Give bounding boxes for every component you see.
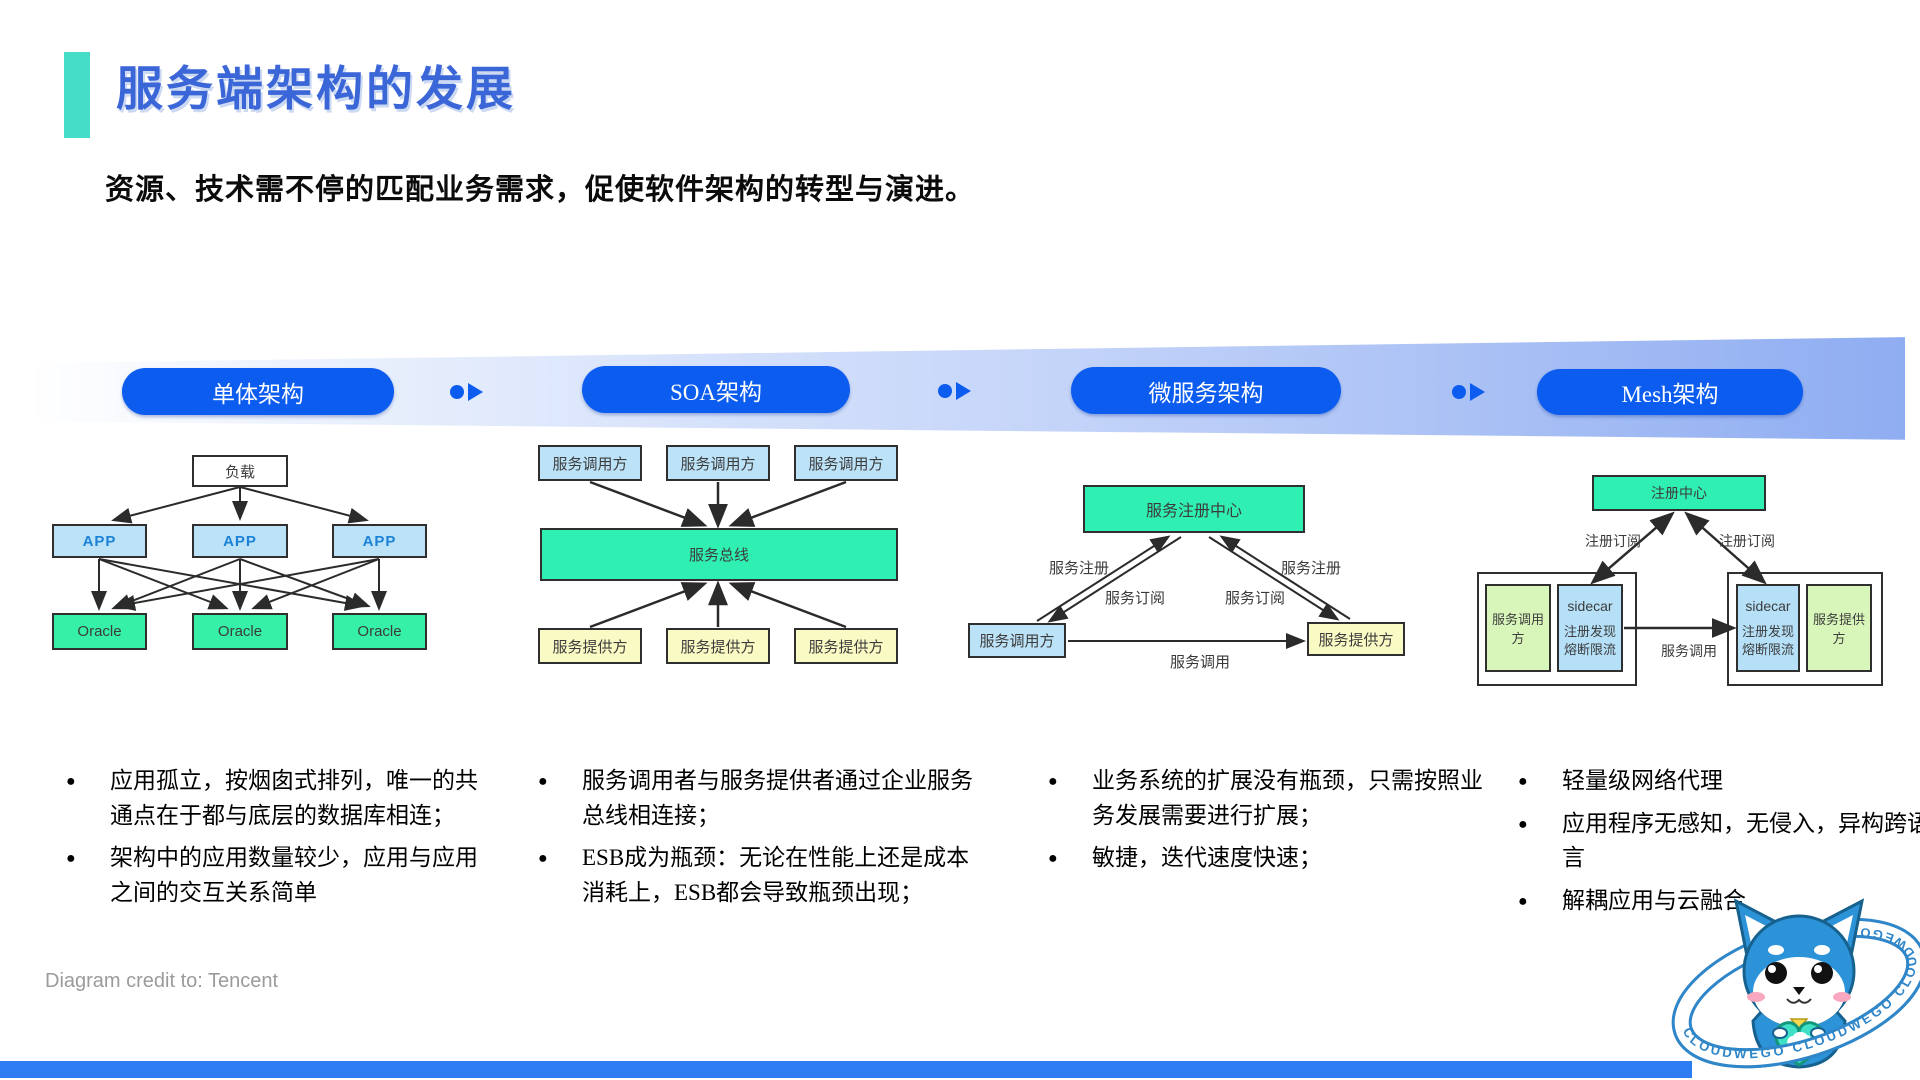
list-item: 服务调用者与服务提供者通过企业服务总线相连接；	[534, 764, 982, 833]
list-item: 敏捷，迭代速度快速；	[1044, 841, 1484, 876]
oracle-db-box: Oracle	[192, 613, 288, 650]
dog-mouth	[1786, 998, 1812, 1004]
dog-paw	[1772, 1027, 1788, 1039]
service-bus-box: 服务总线	[540, 528, 898, 581]
list-item: 应用程序无感知，无侵入，异构跨语言	[1514, 807, 1920, 876]
page-title: 服务端架构的发展	[116, 62, 516, 115]
list-item: 轻量级网络代理	[1514, 764, 1920, 799]
load-balancer-box: 负载	[192, 455, 288, 487]
dog-eye	[1811, 962, 1833, 984]
bottom-accent-bar	[0, 1061, 1692, 1078]
dog-cheek	[1747, 992, 1765, 1002]
circle-icon	[938, 384, 952, 398]
edge-label-register-subscribe: 注册订阅	[1719, 533, 1775, 549]
service-consumer-box: 服务调用方	[1485, 584, 1551, 672]
bullet-text: 服务调用者与服务提供者通过企业服务总线相连接；	[582, 768, 973, 828]
registry-box: 注册中心	[1592, 475, 1766, 511]
sidecar-title: sidecar	[1567, 597, 1613, 614]
app-box: APP	[52, 524, 147, 558]
list-item: 解耦应用与云融合	[1514, 884, 1920, 919]
service-consumer-box: 服务调用方	[666, 445, 770, 481]
service-provider-box: 服务提供方	[1307, 622, 1405, 656]
diagram-credit: Diagram credit to: Tencent	[45, 970, 279, 992]
eye-highlight	[1814, 965, 1822, 973]
bullet-text: 轻量级网络代理	[1562, 768, 1723, 793]
bullet-text: 应用孤立，按烟囱式排列，唯一的共通点在于都与底层的数据库相连；	[110, 768, 478, 828]
list-item: 应用孤立，按烟囱式排列，唯一的共通点在于都与底层的数据库相连；	[62, 764, 486, 833]
stage-pill-monolith: 单体架构	[122, 368, 394, 415]
bullet-list-monolith: 应用孤立，按烟囱式排列，唯一的共通点在于都与底层的数据库相连； 架构中的应用数量…	[62, 764, 486, 918]
bullet-list-soa: 服务调用者与服务提供者通过企业服务总线相连接； ESB成为瓶颈：无论在性能上还是…	[534, 764, 982, 918]
circle-icon	[1452, 385, 1466, 399]
edge-label-subscribe: 服务订阅	[1225, 590, 1286, 607]
diagram-monolith: 负载 APP APP APP Oracle Oracle Oracle	[50, 450, 435, 655]
bullet-list-microservice: 业务系统的扩展没有瓶颈，只需按照业务发展需要进行扩展； 敏捷，迭代速度快速；	[1044, 764, 1484, 884]
play-arrow-icon	[468, 383, 483, 401]
service-provider-box: 服务提供方	[794, 628, 898, 664]
sidecar-feature-circuit: 熔断限流	[1563, 641, 1616, 657]
list-item: 架构中的应用数量较少，应用与应用之间的交互关系简单	[62, 841, 486, 910]
stage-pill-microservice: 微服务架构	[1071, 367, 1341, 414]
dog-cheek	[1833, 992, 1851, 1002]
diagram-mesh: 注册中心 服务调用方 sidecar 注册发现 熔断限流 sidecar 注册发…	[1475, 470, 1887, 686]
bullet-text: 架构中的应用数量较少，应用与应用之间的交互关系简单	[110, 845, 478, 905]
sidecar-box: sidecar 注册发现 熔断限流	[1736, 584, 1800, 672]
eye-highlight	[1768, 965, 1776, 973]
play-arrow-icon	[956, 382, 971, 400]
dog-ear-inner	[1828, 915, 1853, 943]
sidecar-feature-discovery: 注册发现	[1741, 623, 1794, 639]
bullet-text: 应用程序无感知，无侵入，异构跨语言	[1562, 810, 1920, 871]
bullet-list-mesh: 轻量级网络代理 应用程序无感知，无侵入，异构跨语言 解耦应用与云融合	[1514, 764, 1920, 926]
stage-transition-icon	[1452, 383, 1485, 401]
list-item: 业务系统的扩展没有瓶颈，只需按照业务发展需要进行扩展；	[1044, 764, 1484, 833]
circle-icon	[450, 385, 464, 399]
edge-label-register: 服务注册	[1049, 560, 1110, 577]
edge-label-register-subscribe: 注册订阅	[1585, 533, 1641, 549]
edge-label-invoke: 服务调用	[1661, 643, 1717, 659]
service-provider-box: 服务提供方	[1806, 584, 1872, 672]
app-box: APP	[332, 524, 427, 558]
dog-eyebrow	[1814, 945, 1830, 955]
dog-ear-inner	[1745, 915, 1770, 943]
dog-nose	[1793, 987, 1805, 995]
sidecar-box: sidecar 注册发现 熔断限流	[1557, 584, 1623, 672]
app-box: APP	[192, 524, 288, 558]
bullet-text: 业务系统的扩展没有瓶颈，只需按照业务发展需要进行扩展；	[1092, 768, 1483, 828]
service-consumer-box: 服务调用方	[794, 445, 898, 481]
sidecar-title: sidecar	[1745, 597, 1791, 614]
oracle-db-box: Oracle	[52, 613, 147, 650]
sidecar-feature-discovery: 注册发现	[1563, 623, 1616, 639]
stage-pill-mesh: Mesh架构	[1537, 369, 1803, 415]
title-accent-bar	[64, 52, 90, 138]
oracle-db-box: Oracle	[332, 613, 427, 650]
list-item: ESB成为瓶颈：无论在性能上还是成本消耗上，ESB都会导致瓶颈出现；	[534, 841, 982, 910]
bullet-text: 解耦应用与云融合	[1562, 887, 1746, 913]
stage-transition-icon	[450, 383, 483, 401]
bullet-text: ESB成为瓶颈：无论在性能上还是成本消耗上，ESB都会导致瓶颈出现；	[582, 845, 970, 905]
cloudwego-mascot: CLOUDWEGO CLOUDWEGO CLOUDWEGO CLOUDWEGO	[1668, 893, 1920, 1080]
stage-transition-icon	[938, 382, 971, 400]
stage-pill-soa: SOA架构	[582, 366, 850, 413]
service-provider-box: 服务提供方	[666, 628, 770, 664]
sidecar-feature-circuit: 熔断限流	[1741, 641, 1794, 657]
play-arrow-icon	[1470, 383, 1485, 401]
edge-label-invoke: 服务调用	[1170, 654, 1231, 671]
edge-label-register: 服务注册	[1281, 560, 1342, 577]
diagram-soa: 服务调用方 服务调用方 服务调用方 服务总线 服务提供方 服务提供方 服务提供方	[535, 445, 905, 665]
dog-eye	[1765, 962, 1787, 984]
service-consumer-box: 服务调用方	[968, 623, 1066, 658]
service-registry-box: 服务注册中心	[1083, 485, 1305, 533]
service-provider-box: 服务提供方	[538, 628, 642, 664]
edge-label-subscribe: 服务订阅	[1105, 590, 1166, 607]
bullet-text: 敏捷，迭代速度快速；	[1092, 845, 1322, 870]
service-consumer-box: 服务调用方	[538, 445, 642, 481]
dog-eyebrow	[1768, 945, 1784, 955]
subtitle: 资源、技术需不停的匹配业务需求，促使软件架构的转型与演进。	[105, 174, 976, 206]
diagram-microservice: 服务注册中心 服务调用方 服务提供方 服务注册 服务订阅 服务订阅 服务注册 服…	[965, 480, 1415, 675]
